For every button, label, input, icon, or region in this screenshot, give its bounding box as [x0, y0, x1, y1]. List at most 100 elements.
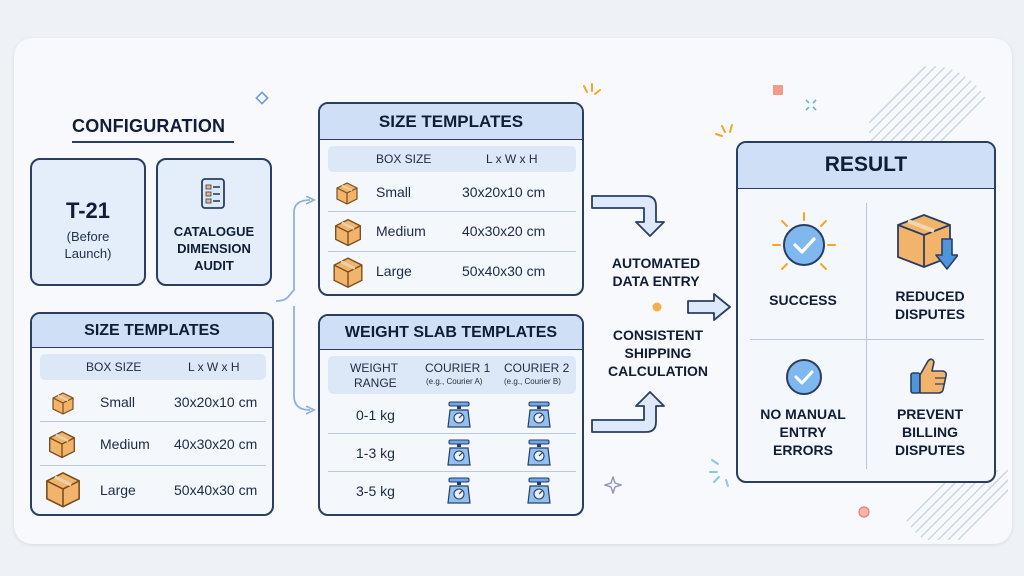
- table-row: 3-5 kg: [328, 472, 576, 510]
- header-courier2-sub: (e.g., Courier B): [504, 377, 561, 386]
- sparkle-cross-icon: [805, 99, 817, 111]
- document-list-icon: [201, 178, 225, 209]
- scale-icon: [527, 439, 551, 466]
- scale-icon: [447, 401, 471, 428]
- arrow-down-right-icon: [591, 195, 665, 237]
- header-courier1-sub: (e.g., Courier A): [426, 377, 483, 386]
- prevent-line3: DISPUTES: [894, 442, 965, 458]
- row-size: Large: [376, 263, 412, 279]
- catalogue-audit-line1: CATALOGUE: [173, 224, 255, 239]
- row-dims: 50x40x30 cm: [174, 482, 258, 498]
- size-templates-panel-left: SIZE TEMPLATES BOX SIZE L x W x H Small …: [30, 312, 274, 516]
- row-dims: 30x20x10 cm: [174, 394, 258, 410]
- table-row: Medium 40x30x20 cm: [40, 422, 266, 466]
- row-dims: 30x20x10 cm: [462, 184, 546, 200]
- consistent-line3: CALCULATION: [607, 363, 709, 379]
- header-courier2: COURIER 2: [504, 361, 570, 375]
- sparkle-square-icon: [773, 85, 783, 95]
- hatch-circle-decoration: [869, 66, 993, 146]
- consistent-line2: SHIPPING: [624, 345, 692, 361]
- arrow-up-right-icon: [591, 391, 665, 433]
- panel-title: WEIGHT SLAB TEMPLATES: [320, 316, 582, 350]
- automated-line2: DATA ENTRY: [612, 273, 700, 289]
- consistent-shipping-label: CONSISTENT SHIPPING CALCULATION: [596, 326, 720, 380]
- connector-bracket: [275, 196, 317, 415]
- box-large-icon: [333, 257, 363, 289]
- t21-subtitle-line2: Launch): [64, 246, 112, 261]
- table-row: Small 30x20x10 cm: [328, 174, 576, 212]
- scale-icon: [527, 401, 551, 428]
- t21-card: T-21 (Before Launch): [30, 158, 146, 286]
- sparkle-star-icon: [604, 476, 622, 494]
- no-manual-line1: NO MANUAL: [760, 406, 846, 422]
- box-medium-icon: [335, 218, 361, 247]
- sparkle-burst-icon: [715, 124, 733, 137]
- catalogue-audit-line3: AUDIT: [194, 258, 234, 273]
- reduced-line2: DISPUTES: [894, 306, 965, 322]
- no-manual-line3: ERRORS: [773, 442, 833, 458]
- box-small-icon: [336, 182, 358, 205]
- reduced-line1: REDUCED: [895, 288, 965, 304]
- success-label: SUCCESS: [769, 292, 837, 308]
- table-row: Large 50x40x30 cm: [328, 252, 576, 292]
- weight-slab-templates-panel: WEIGHT SLAB TEMPLATES WEIGHT RANGE COURI…: [318, 314, 584, 516]
- row-size: Medium: [376, 223, 426, 239]
- row-dims: 40x30x20 cm: [462, 223, 546, 239]
- header-box-size: BOX SIZE: [86, 360, 142, 374]
- result-divider-horizontal: [750, 339, 984, 340]
- panel-title: SIZE TEMPLATES: [32, 314, 272, 348]
- configuration-title: CONFIGURATION: [72, 116, 226, 136]
- size-templates-panel-top: SIZE TEMPLATES BOX SIZE L x W x H Small …: [318, 102, 584, 296]
- row-size: Small: [376, 184, 412, 200]
- configuration-title-underline: [72, 141, 234, 143]
- row-dims: 40x30x20 cm: [174, 436, 258, 452]
- header-dims: L x W x H: [188, 360, 240, 374]
- scale-icon: [447, 477, 471, 504]
- header-weight-range-line1: WEIGHT: [350, 361, 398, 375]
- prevent-line1: PREVENT: [896, 406, 964, 422]
- table-row: Small 30x20x10 cm: [40, 382, 266, 422]
- result-panel: RESULT SUCCESS REDUCED DISPUTES NO MANUA…: [736, 141, 996, 483]
- box-large-icon: [46, 471, 80, 508]
- table-header: WEIGHT RANGE COURIER 1 (e.g., Courier A)…: [328, 356, 576, 394]
- result-divider-vertical: [866, 203, 867, 469]
- result-title: RESULT: [738, 143, 994, 189]
- scale-icon: [527, 477, 551, 504]
- reduced-disputes-label: REDUCED DISPUTES: [870, 287, 990, 323]
- sparkle-dot-icon: [858, 506, 870, 518]
- row-size: Medium: [100, 436, 150, 452]
- catalogue-audit-line2: DIMENSION: [177, 241, 251, 256]
- header-weight-range-line2: RANGE: [354, 376, 397, 390]
- row-weight-range: 0-1 kg: [356, 407, 395, 423]
- no-manual-entry-errors-label: NO MANUAL ENTRY ERRORS: [744, 405, 862, 459]
- table-header: BOX SIZE L x W x H: [40, 354, 266, 380]
- arrow-right-icon: [687, 293, 731, 321]
- box-down-arrow-icon: [897, 214, 958, 270]
- box-medium-icon: [49, 430, 75, 459]
- consistent-line1: CONSISTENT: [612, 327, 704, 343]
- header-courier1: COURIER 1: [425, 361, 491, 375]
- header-dims: L x W x H: [486, 152, 538, 166]
- scale-icon: [447, 439, 471, 466]
- prevent-billing-disputes-label: PREVENT BILLING DISPUTES: [870, 405, 990, 459]
- automated-data-entry-label: AUTOMATED DATA ENTRY: [598, 254, 714, 290]
- table-header: BOX SIZE L x W x H: [328, 146, 576, 172]
- table-row: Large 50x40x30 cm: [40, 466, 266, 510]
- t21-subtitle-line1: (Before: [66, 229, 110, 244]
- row-dims: 50x40x30 cm: [462, 263, 546, 279]
- sparkle-burst-icon: [583, 83, 601, 95]
- row-size: Large: [100, 482, 136, 498]
- box-small-icon: [52, 392, 74, 415]
- row-size: Small: [100, 394, 136, 410]
- table-row: 1-3 kg: [328, 434, 576, 472]
- sparkle-dot-icon: [652, 302, 662, 312]
- panel-title: SIZE TEMPLATES: [320, 104, 582, 140]
- thumbs-up-icon: [910, 358, 947, 394]
- no-manual-line2: ENTRY: [779, 424, 827, 440]
- check-circle-icon: [786, 359, 822, 395]
- row-weight-range: 3-5 kg: [356, 483, 395, 499]
- success-check-icon: [772, 212, 836, 270]
- catalogue-audit-card: CATALOGUE DIMENSION AUDIT: [156, 158, 272, 286]
- sparkle-diamond-icon: [255, 91, 269, 105]
- prevent-line2: BILLING: [902, 424, 958, 440]
